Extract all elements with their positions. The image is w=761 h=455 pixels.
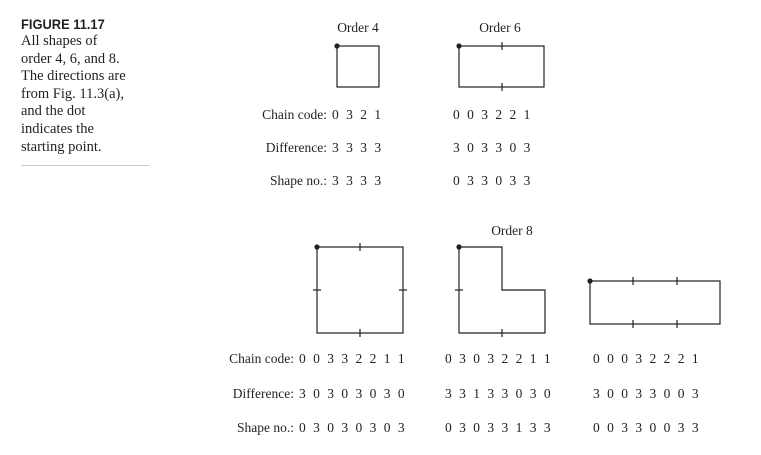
figure-label: FIGURE 11.17 xyxy=(21,16,105,32)
caption-line: from Fig. 11.3(a), xyxy=(21,85,124,102)
order4-shape-no: 3 3 3 3 xyxy=(332,173,383,188)
order6-difference: 3 0 3 3 0 3 xyxy=(453,140,532,155)
order8-rect-start-dot xyxy=(587,278,593,284)
order8-lshape-difference: 3 3 1 3 3 0 3 0 xyxy=(445,386,552,401)
caption-line: All shapes of xyxy=(21,33,98,49)
caption-line: indicates the xyxy=(21,120,94,137)
order6-shape-no: 0 3 3 0 3 3 xyxy=(453,173,532,188)
order4-title: Order 4 xyxy=(337,20,379,35)
chain-code-label: Chain code: xyxy=(262,107,327,122)
order8-rect-shape xyxy=(589,280,721,325)
order8-square-difference: 3 0 3 0 3 0 3 0 xyxy=(299,386,406,401)
order8-lshape-chain-code: 0 3 0 3 2 2 1 1 xyxy=(445,351,552,366)
caption-divider xyxy=(21,165,149,166)
order8-square-shape-no: 0 3 0 3 0 3 0 3 xyxy=(299,420,406,435)
order8-rect-shape-no: 0 0 3 3 0 0 3 3 xyxy=(593,420,700,435)
order6-shape xyxy=(458,45,545,88)
order8-square-shape xyxy=(316,246,404,334)
difference-label: Difference: xyxy=(232,386,294,401)
chain-code-label: Chain code: xyxy=(229,351,294,366)
caption-line: and the dot xyxy=(21,103,86,120)
caption-line: starting point. xyxy=(21,138,102,155)
order4-difference: 3 3 3 3 xyxy=(332,140,383,155)
difference-label: Difference: xyxy=(265,140,327,155)
order4-start-dot xyxy=(334,43,340,49)
order6-title: Order 6 xyxy=(479,20,521,35)
order8-title: Order 8 xyxy=(491,223,533,238)
order4-shape xyxy=(336,45,380,88)
order8-lshape-shape-no: 0 3 0 3 3 1 3 3 xyxy=(445,420,552,435)
shape-no-label: Shape no.: xyxy=(270,173,327,188)
order8-lshape-start-dot xyxy=(456,244,462,250)
order6-start-dot xyxy=(456,43,462,49)
caption-line: The directions are xyxy=(21,68,126,85)
order4-chain-code: 0 3 2 1 xyxy=(332,107,383,122)
figure-caption: FIGURE 11.17 All shapes of order 4, 6, a… xyxy=(21,16,156,156)
order8-lshape-shape xyxy=(458,246,546,334)
order8-square-chain-code: 0 0 3 3 2 2 1 1 xyxy=(299,351,406,366)
order8-rect-difference: 3 0 0 3 3 0 0 3 xyxy=(593,386,700,401)
order8-square-start-dot xyxy=(314,244,320,250)
caption-line: order 4, 6, and 8. xyxy=(21,50,120,67)
order6-chain-code: 0 0 3 2 2 1 xyxy=(453,107,532,122)
order8-rect-chain-code: 0 0 0 3 2 2 2 1 xyxy=(593,351,700,366)
shape-no-label: Shape no.: xyxy=(237,420,294,435)
